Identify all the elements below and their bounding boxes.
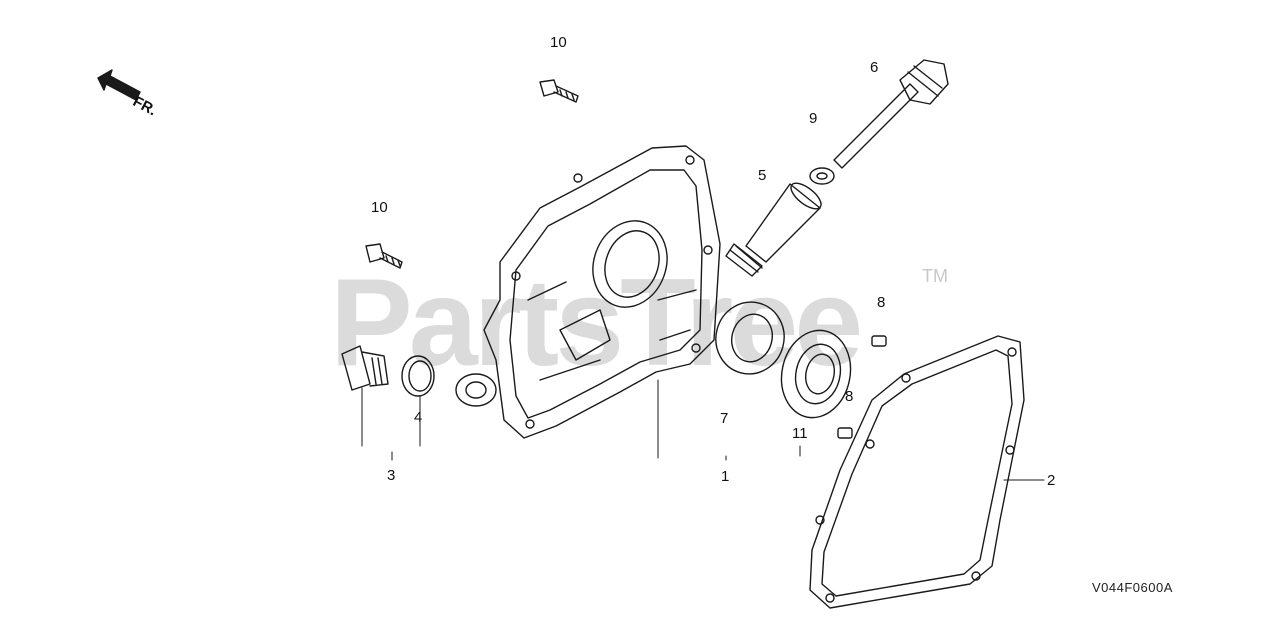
front-direction-arrow-icon bbox=[97, 69, 141, 101]
callout-10-top[interactable]: 10 bbox=[550, 34, 567, 51]
callout-8-top[interactable]: 8 bbox=[877, 294, 886, 311]
callout-9[interactable]: 9 bbox=[809, 110, 818, 127]
drain-plug-icon bbox=[341, 345, 389, 391]
leader-lines bbox=[361, 379, 1045, 481]
callout-8-bottom[interactable]: 8 bbox=[845, 388, 854, 405]
bearing-icon bbox=[780, 329, 852, 419]
callout-6[interactable]: 6 bbox=[870, 59, 879, 76]
dowel-pin-icon-top bbox=[871, 335, 887, 347]
watermark-text: PartsTree bbox=[330, 254, 863, 392]
callout-2[interactable]: 2 bbox=[1047, 472, 1056, 489]
callout-5[interactable]: 5 bbox=[758, 167, 767, 184]
gasket-icon bbox=[809, 335, 1025, 609]
dowel-pin-icon-bottom bbox=[837, 427, 853, 439]
bolt-icon-left bbox=[365, 243, 403, 269]
callout-1[interactable]: 1 bbox=[721, 468, 730, 485]
callout-10-left[interactable]: 10 bbox=[371, 199, 388, 216]
diagram-code: V044F0600A bbox=[1092, 580, 1173, 595]
bolt-icon-top bbox=[539, 79, 579, 103]
callout-11[interactable]: 11 bbox=[792, 425, 808, 442]
callout-3[interactable]: 3 bbox=[387, 467, 396, 484]
callout-4[interactable]: 4 bbox=[414, 409, 423, 426]
watermark-trademark: TM bbox=[922, 266, 948, 286]
oil-seal-icon bbox=[715, 301, 785, 375]
oil-filler-tube-icon bbox=[725, 182, 822, 277]
crankcase-cover-icon bbox=[483, 145, 721, 439]
side-seal-icon bbox=[455, 373, 497, 407]
oil-dipstick-icon bbox=[833, 59, 949, 169]
washer-icon-4 bbox=[401, 355, 435, 397]
washer-icon-9 bbox=[809, 167, 835, 185]
callout-7[interactable]: 7 bbox=[720, 410, 729, 427]
